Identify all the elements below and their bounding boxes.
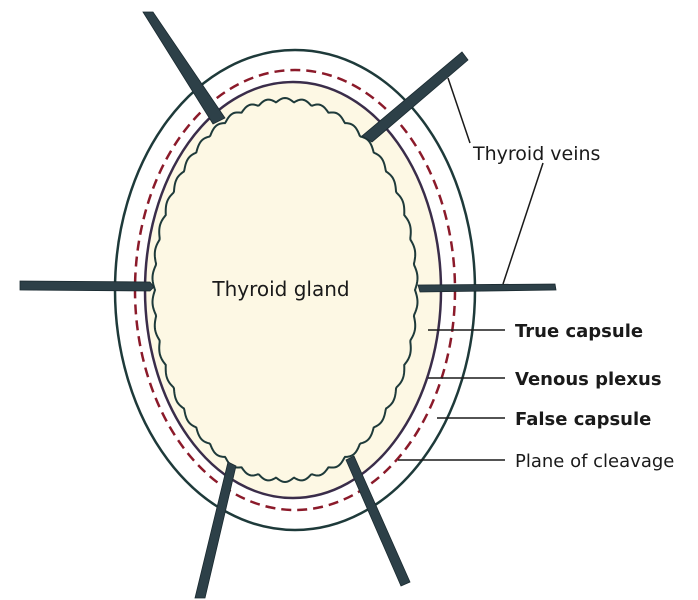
label-thyroid-gland: Thyroid gland [211, 277, 349, 301]
label-true-capsule: True capsule [515, 321, 643, 342]
label-thyroid-veins: Thyroid veins [472, 143, 600, 165]
thyroid-gland-outline [151, 96, 419, 484]
leader-thyroid-veins-upper [447, 77, 471, 144]
vein-bottom-left [194, 461, 237, 599]
thyroid-veins-group [19, 11, 557, 599]
label-false-capsule: False capsule [515, 409, 651, 430]
vein-bottom-right [345, 455, 411, 587]
vein-left [19, 280, 155, 292]
leader-thyroid-veins-lower [502, 162, 544, 285]
leader-lines [398, 77, 544, 461]
label-venous-plexus: Venous plexus [515, 369, 662, 390]
vein-top-left [142, 11, 226, 125]
vein-top-right [361, 51, 469, 143]
label-plane-of-cleavage: Plane of cleavage [515, 451, 674, 472]
vein-right [417, 283, 557, 293]
